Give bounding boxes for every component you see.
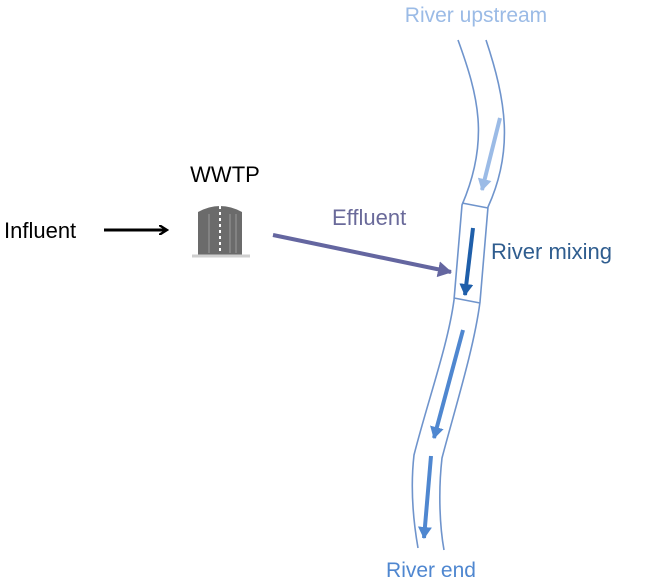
wwtp-label: WWTP xyxy=(190,162,260,187)
mixing-flow-arrow xyxy=(459,227,475,296)
wwtp-tank-icon xyxy=(192,206,250,258)
river-end-label: River end xyxy=(386,559,476,582)
river-channel xyxy=(411,39,506,551)
river-upstream-label: River upstream xyxy=(405,4,547,27)
influent-label: Influent xyxy=(4,218,76,243)
downstream-flow-arrow-1 xyxy=(430,329,465,439)
downstream-flow-arrow-2 xyxy=(417,455,433,539)
mixing-zone-bottom-line xyxy=(453,297,481,304)
upstream-flow-arrow xyxy=(477,117,502,191)
river-mixing-label: River mixing xyxy=(491,239,612,264)
effluent-arrow xyxy=(272,233,452,278)
effluent-label: Effluent xyxy=(332,205,406,230)
river-left-bank xyxy=(411,39,480,549)
river-right-bank xyxy=(439,39,506,551)
mixing-zone-top-line xyxy=(461,202,489,209)
